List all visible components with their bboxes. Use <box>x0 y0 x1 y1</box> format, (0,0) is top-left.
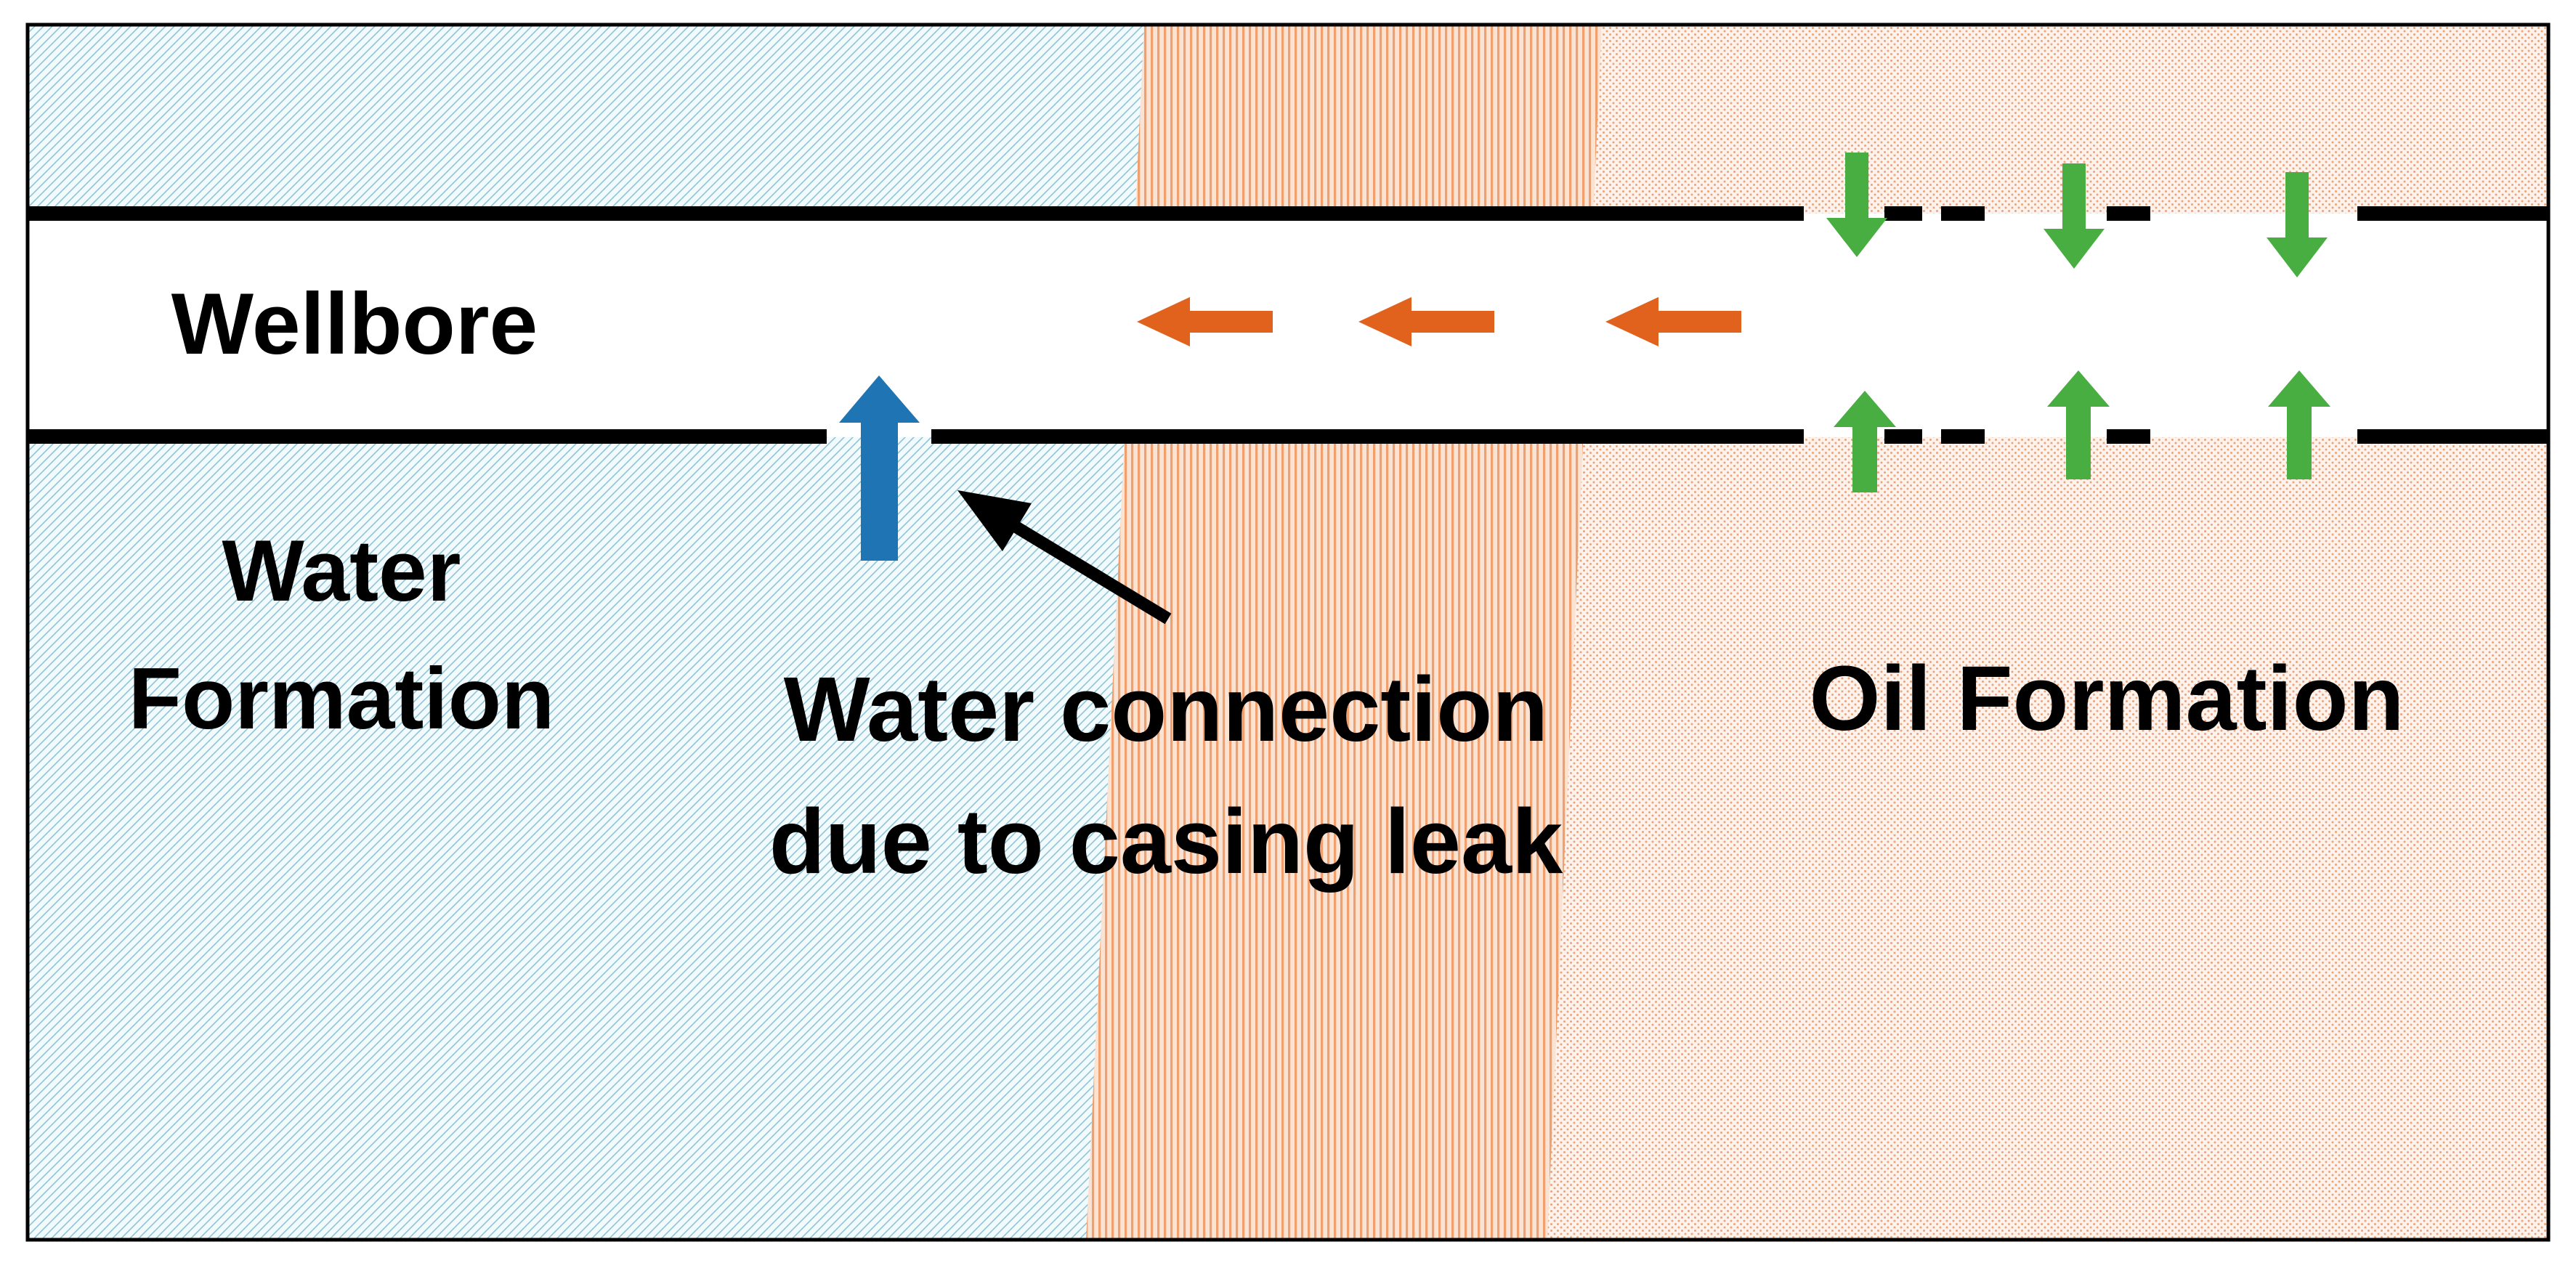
arrow-down-icon <box>2267 172 2328 277</box>
arrow-up-icon <box>2047 370 2110 479</box>
arrow-down-icon <box>1826 153 1887 257</box>
arrow-up-icon <box>2268 370 2330 479</box>
upper-casing <box>28 206 2548 221</box>
arrow-left-icon <box>1137 297 1273 346</box>
casing-leak-label-line2: due to casing leak <box>769 790 1563 893</box>
arrow-left-icon <box>1358 297 1494 346</box>
arrow-up-icon <box>1834 391 1896 492</box>
perforation-inflow-top <box>1826 153 2328 277</box>
lower-casing <box>28 429 2548 444</box>
oil-formation-label: Oil Formation <box>1810 647 2405 750</box>
water-formation-label-line2: Formation <box>129 650 555 747</box>
diagram-frame <box>25 23 2551 1242</box>
water-formation-label-line1: Water <box>222 522 461 620</box>
pointer-arrow-icon <box>957 490 1172 625</box>
wellbore-flow-arrows <box>1137 297 1741 346</box>
arrow-left-icon <box>1605 297 1741 346</box>
wellbore-label: Wellbore <box>171 275 538 373</box>
arrow-down-icon <box>2044 163 2105 269</box>
perforation-inflow-bottom <box>1834 370 2330 492</box>
casing-leak-label-line1: Water connection <box>784 658 1548 760</box>
water-leak-arrow <box>839 375 920 561</box>
wellbore-channel <box>28 214 2548 437</box>
